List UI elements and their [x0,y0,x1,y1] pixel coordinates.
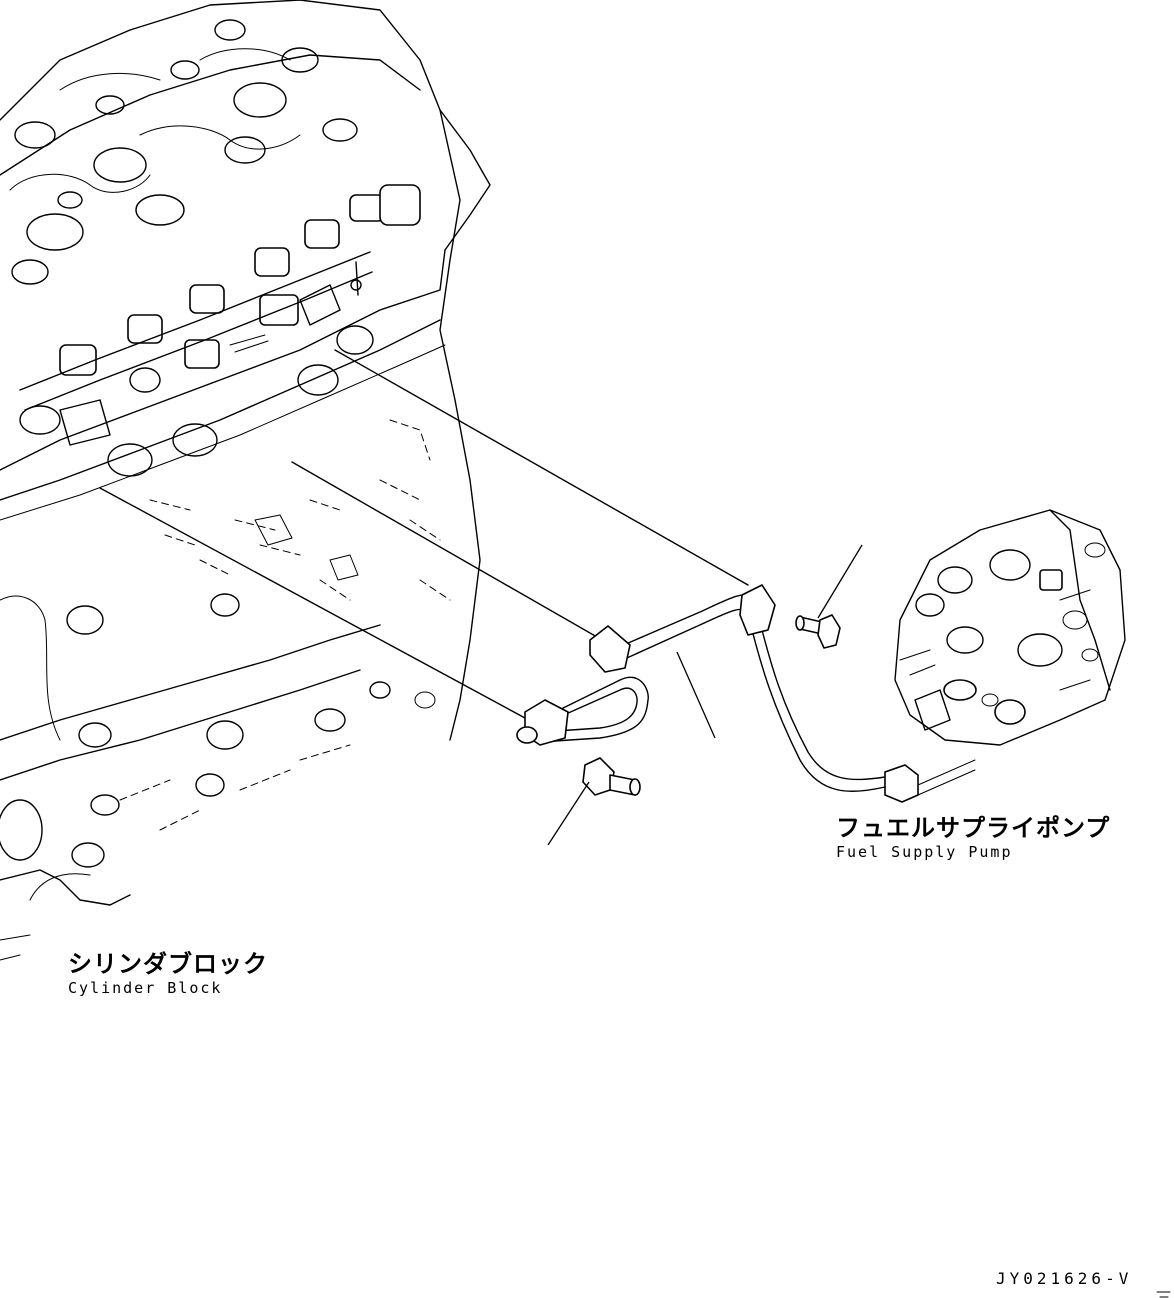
fuel-supply-pump [894,509,1126,746]
injector-row [59,184,421,376]
cylinder-block-label-jp: シリンダブロック [68,950,268,978]
assembly-lines [99,349,749,719]
fuel-supply-pump-label-jp: フュエルサプライポンプ [836,814,1111,842]
cylinder-block-label-en: Cylinder Block [68,979,223,997]
drawing-code: JY021626-V [996,1269,1133,1288]
cylinder-block [0,109,481,961]
fuel-supply-pump-label-en: Fuel Supply Pump [836,843,1013,861]
fuel-injection-pipe [516,584,976,803]
cylinder-head [0,0,491,521]
leader-lines [547,544,863,846]
bolt [795,614,841,649]
connector-fitting [582,757,641,796]
